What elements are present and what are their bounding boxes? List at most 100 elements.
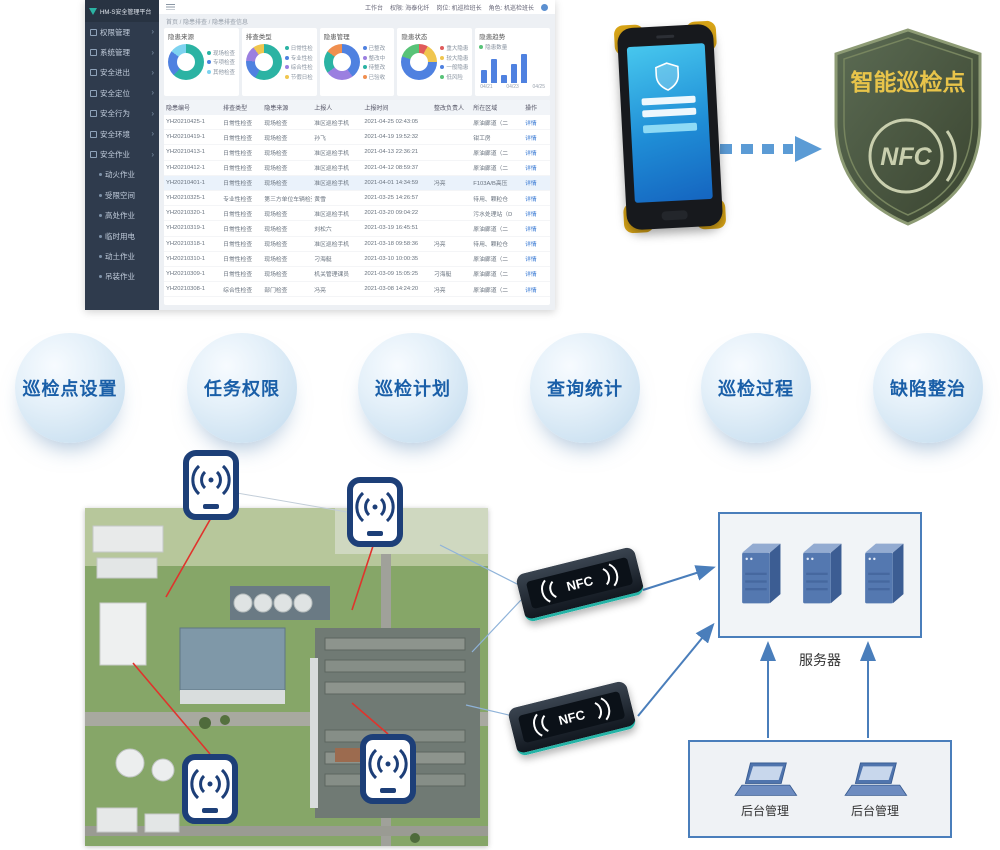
detail-link[interactable]: 详情 [525, 181, 537, 188]
dashboard-topbar: 工作台 权限: 海泰化纤 岗位: 机巡检班长 角色: 机巡检班长 [159, 0, 555, 14]
table-cell: 日常性检查 [221, 160, 263, 176]
donut-chart-body: 日常性检查专业性检查综合性检查节假日检查 [245, 44, 313, 81]
table-cell: 原油廊道（二 [471, 266, 524, 283]
sidebar-item[interactable]: 受限空间 [85, 185, 159, 205]
menu-item-icon [90, 89, 97, 97]
sidebar-item[interactable]: 安全定位› [85, 83, 159, 103]
legend-label: 其他检查 [213, 69, 235, 76]
chart-card: 隐患状态重大隐患较大隐患一般隐患低风险 [397, 28, 473, 96]
table-cell: 日常性检查 [221, 115, 263, 131]
app-logo: HM-S安全管理平台 [85, 0, 159, 22]
legend-item: 专业性检查 [284, 54, 313, 62]
sidebar-item[interactable]: 系统管理› [85, 42, 159, 62]
table-cell: 刁海艇 [431, 266, 472, 283]
donut-chart-body: 重大隐患较大隐患一般隐患低风险 [401, 44, 468, 81]
user-avatar[interactable] [541, 3, 548, 11]
legend-item: 已验收 [362, 73, 385, 81]
detail-link[interactable]: 详情 [525, 226, 537, 233]
table-cell: F103A/B高压 [471, 175, 524, 191]
table-action-cell: 详情 [523, 190, 550, 207]
legend-dot [440, 65, 445, 69]
sidebar-item-label: 系统管理 [100, 48, 130, 58]
badge-nfc-text: NFC [880, 143, 932, 171]
trend-bar [491, 59, 498, 83]
detail-link[interactable]: 详情 [525, 150, 537, 157]
table-cell: 日常性检查 [221, 236, 263, 252]
table-cell: YH20210310-1 [164, 251, 222, 267]
bullet-icon [99, 275, 102, 279]
table-header-cell: 整改负责人 [431, 100, 472, 115]
table-cell: 冯亮 [431, 281, 472, 298]
detail-link[interactable]: 详情 [525, 272, 537, 279]
table-cell: 准区巡检手机 [312, 236, 363, 252]
chevron-right-icon: › [151, 67, 154, 77]
table-cell: 2021-03-20 09:04:22 [362, 205, 432, 222]
sidebar-item[interactable]: 安全进出› [85, 63, 159, 83]
table-action-cell: 详情 [523, 160, 550, 176]
detail-link[interactable]: 详情 [525, 211, 537, 218]
sidebar: HM-S安全管理平台 权限管理›系统管理›安全进出›安全定位›安全行为›安全环境… [85, 0, 159, 310]
detail-link[interactable]: 详情 [525, 196, 537, 203]
chart-title: 排查类型 [245, 34, 272, 41]
login-button [643, 122, 697, 134]
table-cell: 现场检查 [262, 160, 313, 176]
table-cell: 机关管理课员 [312, 266, 363, 283]
detail-link[interactable]: 详情 [525, 120, 537, 127]
table-cell: 2021-03-09 15:05:25 [362, 266, 432, 283]
legend-item: 待整改 [362, 63, 385, 71]
table-cell [431, 144, 472, 161]
table-cell: 2021-03-18 09:58:36 [362, 236, 432, 252]
detail-link[interactable]: 详情 [525, 242, 537, 249]
table-cell: 冯亮 [312, 281, 363, 298]
legend-dot [207, 50, 211, 55]
sidebar-item[interactable]: 吊装作业 [85, 267, 159, 287]
sidebar-item-label: 动土作业 [105, 251, 135, 261]
app-title: HM-S安全管理平台 [100, 9, 152, 16]
sidebar-item[interactable]: 动火作业 [85, 165, 159, 185]
table-cell [431, 205, 472, 222]
table-cell: 专业性检查 [221, 190, 263, 207]
detail-link[interactable]: 详情 [525, 135, 537, 142]
table-cell: 日常性检查 [221, 251, 263, 267]
nfc-phone-icon [347, 477, 403, 547]
device-to-server-arrow [642, 565, 716, 591]
sidebar-item[interactable]: 高处作业 [85, 206, 159, 226]
detail-link[interactable]: 详情 [525, 166, 537, 173]
sidebar-item[interactable]: 权限管理› [85, 22, 159, 42]
login-input [641, 95, 696, 106]
feature-label: 任务权限 [204, 379, 280, 399]
table-cell: YH20210413-1 [164, 144, 222, 161]
sidebar-item[interactable]: 安全作业› [85, 144, 159, 164]
nfc-wave-arc [945, 130, 957, 182]
table-cell: 2021-03-19 16:45:51 [362, 220, 432, 237]
server-box [718, 512, 922, 638]
sidebar-item[interactable]: 安全环境› [85, 124, 159, 144]
topbar-item[interactable]: 工作台 [364, 5, 383, 12]
legend-label: 较大隐患 [446, 55, 469, 62]
legend-item: 重大隐患 [440, 44, 468, 52]
bullet-icon [99, 214, 102, 218]
chart-title: 隐患状态 [401, 34, 428, 41]
phone-body [616, 23, 724, 231]
table-cell: YH20210412-1 [164, 160, 222, 176]
table-cell: YH20210318-1 [164, 236, 222, 252]
nfc-device-screen: NFC [517, 690, 626, 744]
table-cell [431, 129, 472, 146]
table-cell: 2021-04-12 08:59:37 [362, 160, 432, 176]
dashboard-main: 工作台 权限: 海泰化纤 岗位: 机巡检班长 角色: 机巡检班长 首页 / 隐患… [159, 0, 555, 310]
chevron-right-icon: › [151, 149, 154, 159]
chart-card: 隐患来源现场检查专项检查其他检查 [164, 28, 239, 96]
table-cell: 待用、颗粒仓 [471, 236, 524, 252]
legend-item: 低风险 [440, 73, 468, 81]
sidebar-item[interactable]: 临时用电 [85, 226, 159, 246]
detail-link[interactable]: 详情 [525, 287, 537, 294]
menu-toggle-icon[interactable] [166, 3, 175, 11]
admin-terminal: 后台管理 [730, 760, 800, 819]
sidebar-item[interactable]: 安全行为› [85, 104, 159, 124]
detail-link[interactable]: 详情 [525, 257, 537, 264]
sidebar-item[interactable]: 动土作业 [85, 246, 159, 266]
nfc-phone-icon [183, 450, 239, 520]
